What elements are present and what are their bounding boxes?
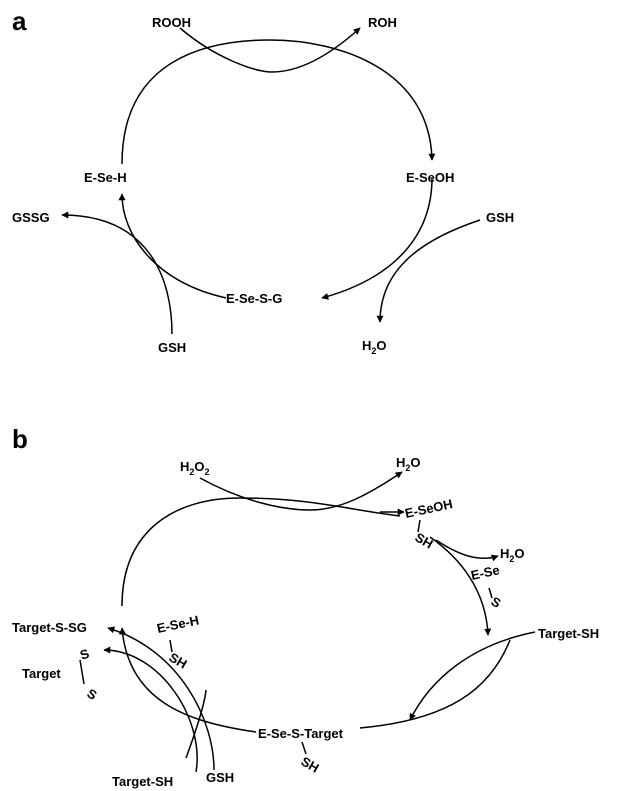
label-target-sh-right: Target-SH xyxy=(538,626,599,641)
label-target-s2: S xyxy=(85,686,100,703)
label-water-a: H2O xyxy=(362,338,387,356)
arc-ese-h-to-eseoh xyxy=(121,39,436,165)
label-gsh-bottom: GSH xyxy=(158,340,186,355)
label-ese-h: E-Se-H xyxy=(84,170,127,185)
bond-ese-s xyxy=(488,587,493,599)
arrow-to-water-mid xyxy=(435,539,499,562)
arrow-rooh-to-roh xyxy=(179,27,361,73)
label-ese-h-b: E-Se-H xyxy=(156,612,201,636)
panel-b-letter: b xyxy=(12,424,28,454)
label-ese: E-Se xyxy=(470,562,501,583)
label-gssg: GSSG xyxy=(12,210,50,225)
arrow-gsh-to-gssg xyxy=(61,211,173,335)
arc-eseoh-to-ese-s xyxy=(429,536,492,636)
label-eseoh-b: E-SeOH xyxy=(404,496,454,521)
panel-a-letter: a xyxy=(12,6,27,36)
label-roh: ROH xyxy=(368,15,397,30)
arrow-target-sh-in xyxy=(409,631,536,721)
arc-ese-h-to-eseoh-top xyxy=(121,497,401,607)
arc-esesg-to-ese-h xyxy=(118,193,227,299)
label-gsh-b: GSH xyxy=(206,770,234,785)
arrow-h2o2-to-water xyxy=(199,471,403,511)
arc-target-to-ese-h xyxy=(119,627,257,733)
arc-eseoh-to-esesg xyxy=(321,177,433,300)
arrow-to-target-disulfide xyxy=(103,646,198,773)
label-water-b-top: H2O xyxy=(396,455,421,473)
label-gsh-right: GSH xyxy=(486,210,514,225)
label-target-s-sg: Target-S-SG xyxy=(12,620,87,635)
label-ese-s-target-sh: SH xyxy=(299,754,322,776)
bond-ese-h-sh xyxy=(169,639,173,653)
label-target-sh-bottom: Target-SH xyxy=(112,774,173,789)
label-rooh: ROOH xyxy=(152,15,191,30)
bond-target-sh xyxy=(301,741,307,755)
line-target-sh-bottom xyxy=(185,689,207,759)
arrow-gsh-to-water xyxy=(376,219,481,323)
label-ese-h-sh: SH xyxy=(167,650,190,672)
arrow-to-target-s-sg xyxy=(107,626,215,771)
arc-ese-s-to-target xyxy=(359,639,511,729)
label-h2o2: H2O2 xyxy=(180,459,210,477)
label-eseoh: E-SeOH xyxy=(406,170,454,185)
bond-target-s xyxy=(79,659,85,685)
label-esesg: E-Se-S-G xyxy=(226,291,282,306)
bond-eseoh-sh xyxy=(417,519,421,533)
label-ese-s-target: E-Se-S-Target xyxy=(258,726,344,741)
label-target: Target xyxy=(22,666,61,681)
label-water-b-mid: H2O xyxy=(500,546,525,564)
label-eseoh-sh: SH xyxy=(413,530,436,552)
